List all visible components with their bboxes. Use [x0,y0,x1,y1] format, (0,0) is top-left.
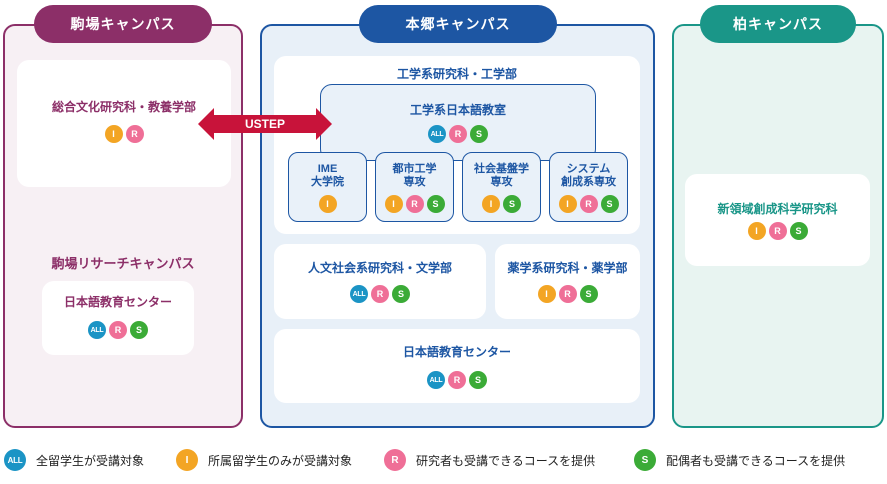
sub-ime-line2: 大学院 [311,176,344,188]
hongo-sub-urban: 都市工学 専攻 I R S [375,152,454,222]
legend-item-i: I 所属留学生のみが受講対象 [176,449,352,471]
badge-r: R [125,125,144,143]
hongo-pharma-card: 薬学系研究科・薬学部 I R S [495,244,640,319]
ustep-arrow [198,108,332,140]
hongo-humanities-title: 人文社会系研究科・文学部 [307,261,452,275]
komaba-center-title: 日本語教育センター [63,295,172,309]
hongo-center-title: 日本語教育センター [402,345,511,359]
hongo-eng-title: 工学系研究科・工学部 [396,67,517,81]
komaba-center-card: 日本語教育センター ALL R S [42,281,194,355]
sub-ime-line1: IME [317,163,338,175]
hongo-pharma-title: 薬学系研究科・薬学部 [507,261,628,275]
badge-s: S [470,125,488,143]
badge-i: I [104,125,123,143]
badge-s: S [503,195,521,213]
badge-all: ALL [88,321,106,339]
badge-r: R [768,222,787,240]
badge-s: S [600,195,619,213]
hongo-center-card: 日本語教育センター ALL R S [274,329,640,403]
legend-item-s: S 配偶者も受講できるコースを提供 [634,449,845,471]
legend-label-i: 所属留学生のみが受講対象 [208,453,353,468]
hongo-eng-jp-box: 工学系日本語教室 ALL R S [320,84,596,161]
legend-badge-r: R [384,449,406,471]
hongo-center-badges: ALL R S [274,371,640,389]
legend-badge-s: S [634,449,656,471]
sub-system-badges: I R S [550,195,627,213]
legend-item-r: R 研究者も受講できるコースを提供 [384,449,595,471]
komaba-campus-title: 駒場キャンパス [34,5,212,43]
legend-badge-i: I [176,449,198,471]
komaba-research-title: 駒場リサーチキャンパス [51,256,195,271]
badge-s: S [579,285,598,303]
komaba-center-badges: ALL R S [42,321,194,339]
badge-i: I [747,222,766,240]
badge-r: R [405,195,424,213]
badge-all: ALL [428,125,446,143]
sub-civil-line1: 社会基盤学 [474,163,529,175]
komaba-dept-card: 総合文化研究科・教養学部 I R [17,60,231,187]
legend-label-all: 全留学生が受講対象 [36,453,145,468]
sub-urban-badges: I R S [376,195,453,213]
legend-label-r: 研究者も受講できるコースを提供 [416,453,596,468]
hongo-campus-title: 本郷キャンパス [359,5,557,43]
hongo-eng-jp-badges: ALL R S [321,125,595,143]
badge-i: I [318,195,337,213]
badge-r: R [371,285,389,303]
hongo-humanities-badges: ALL R S [274,285,486,303]
badge-r: R [109,321,127,339]
sub-urban-line2: 専攻 [403,176,426,188]
hongo-sub-ime: IME 大学院 I [288,152,367,222]
hongo-pharma-badges: I R S [495,285,640,303]
sub-civil-badges: I S [463,195,540,213]
badge-s: S [789,222,808,240]
kashiwa-campus-title: 柏キャンパス [700,5,856,43]
sub-urban-line1: 都市工学 [392,163,437,175]
hongo-humanities-card: 人文社会系研究科・文学部 ALL R S [274,244,486,319]
badge-r: R [579,195,598,213]
badge-s: S [130,321,148,339]
kashiwa-dept-card: 新領域創成科学研究科 I R S [685,174,870,266]
komaba-dept-badges: I R [17,125,231,143]
legend-item-all: ALL 全留学生が受講対象 [4,449,144,471]
sub-civil-line2: 専攻 [490,176,513,188]
hongo-eng-jp-title: 工学系日本語教室 [409,103,506,117]
badge-r: R [449,125,467,143]
komaba-dept-title: 総合文化研究科・教養学部 [51,100,196,114]
kashiwa-dept-title: 新領域創成科学研究科 [717,202,838,216]
badge-all: ALL [427,371,445,389]
kashiwa-dept-badges: I R S [685,222,870,240]
ustep-arrow-shape [198,108,332,140]
hongo-sub-system: システム 創成系専攻 I R S [549,152,628,222]
sub-ime-badges: I [289,195,366,213]
badge-i: I [384,195,403,213]
badge-s: S [392,285,410,303]
badge-i: I [558,195,577,213]
sub-system-line1: システム [566,163,611,175]
legend-badge-all: ALL [4,449,26,471]
badge-all: ALL [350,285,368,303]
hongo-sub-civil: 社会基盤学 専攻 I S [462,152,541,222]
badge-i: I [482,195,500,213]
ustep-label: USTEP [244,117,285,131]
badge-r: R [558,285,577,303]
badge-s: S [426,195,445,213]
badge-i: I [537,285,556,303]
legend-label-s: 配偶者も受講できるコースを提供 [666,453,846,468]
sub-system-line2: 創成系専攻 [561,176,616,188]
badge-s: S [469,371,487,389]
badge-r: R [448,371,466,389]
